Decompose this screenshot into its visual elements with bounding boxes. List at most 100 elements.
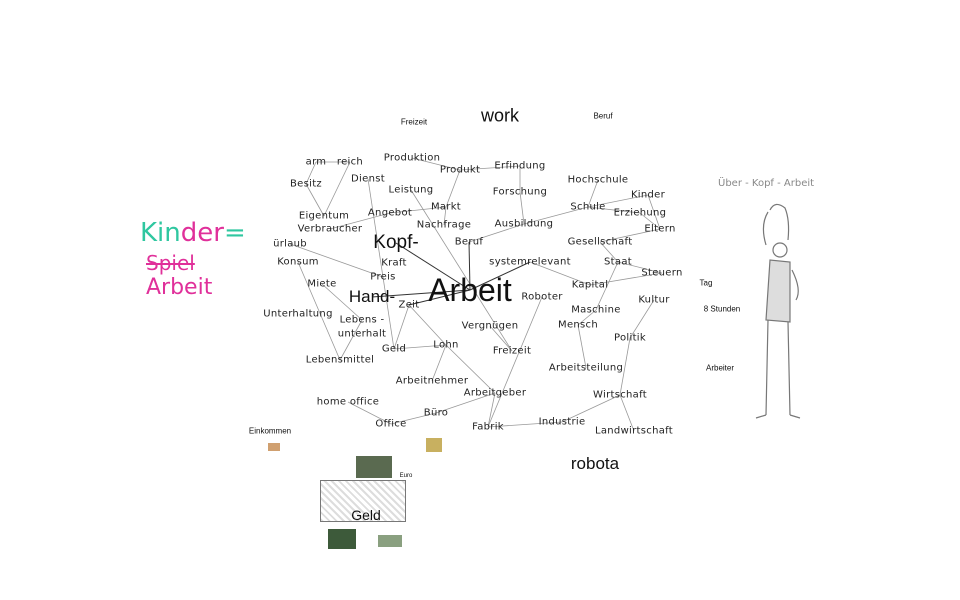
mindmap-word: Angebot <box>367 207 413 219</box>
mindmap-word: systemrelevant <box>489 256 571 268</box>
connection-line <box>489 325 513 352</box>
mindmap-word: Produkt <box>439 164 481 176</box>
mindmap-word: Miete <box>307 278 337 290</box>
connection-line <box>443 206 447 226</box>
connection-line <box>408 304 447 346</box>
connection-line <box>393 304 410 350</box>
connection-line <box>339 319 363 361</box>
connection-line <box>487 296 543 428</box>
label-arbeit: Arbeit <box>428 272 512 308</box>
mindmap-word: Eltern <box>644 223 676 235</box>
connection-line <box>647 194 661 230</box>
connection-line <box>305 183 325 217</box>
connection-line <box>619 337 631 396</box>
connection-line <box>587 206 641 214</box>
connection-line <box>297 261 341 361</box>
connection-line <box>487 421 563 428</box>
money-photo <box>378 535 402 547</box>
connection-line <box>408 289 471 306</box>
label-kopf: Kopf- <box>373 232 419 253</box>
connection-line <box>619 394 635 432</box>
mindmap-word: Arbeitsteilung <box>548 362 624 374</box>
mindmap-word: Staat <box>604 256 632 268</box>
connection-line <box>410 189 513 352</box>
connection-line <box>393 344 447 350</box>
mindmap-word: Politik <box>614 332 646 344</box>
mindmap-word: Arbeitgeber <box>463 387 527 399</box>
mindmap-word: Konsum <box>277 256 319 268</box>
connection-line <box>595 261 619 311</box>
connection-line <box>629 299 655 339</box>
mindmap-word: Lohn <box>433 339 459 351</box>
connection-line <box>468 241 471 291</box>
mindmap-word: home office <box>316 396 380 408</box>
label-geld: Geld <box>351 507 381 523</box>
mindmap-word: unterhalt <box>337 328 387 340</box>
mindmap-word: Kultur <box>638 294 670 306</box>
label-tag: Tag <box>699 278 713 288</box>
label-beruf: Beruf <box>593 111 613 121</box>
connection-line <box>445 169 461 208</box>
mindmap-word: Erfindung <box>494 160 546 172</box>
connection-line <box>395 242 471 291</box>
connection-line <box>289 243 384 278</box>
mindmap-word: Ausbildung <box>494 218 554 230</box>
mindmap-word: Maschine <box>571 304 621 316</box>
label-8-stunden: 8 Stunden <box>703 304 741 314</box>
mindmap-word: Wirtschaft <box>593 389 647 401</box>
banknote-image <box>320 480 406 522</box>
mindmap-word: Geld <box>381 343 407 355</box>
label-hand: Hand- <box>348 287 396 306</box>
mindmap-word: Mensch <box>558 319 598 331</box>
label-robota: robota <box>570 454 620 473</box>
mindmap-word: Hochschule <box>567 174 629 186</box>
mindmap-word: reich <box>336 156 364 168</box>
connection-line <box>589 272 663 286</box>
connection-line <box>519 191 525 225</box>
mindmap-word: Kinder <box>630 189 666 201</box>
mindmap-word: Leistung <box>388 184 434 196</box>
arbeit-pink-word: Arbeit <box>146 275 213 300</box>
mindmap-word: Kapital <box>571 279 609 291</box>
connection-line <box>639 212 661 230</box>
mindmap-word: ürlaub <box>273 238 307 250</box>
connection-line <box>587 179 599 208</box>
connection-line <box>599 228 661 243</box>
mindmap-word: Gesellschaft <box>567 236 633 248</box>
mindmap-word: Verbraucher <box>297 223 363 235</box>
mindmap-word: Beruf <box>454 236 484 248</box>
connection-line <box>411 157 461 171</box>
connection-line <box>389 206 447 214</box>
mindmap-word: Schule <box>570 201 606 213</box>
mindmap-word: Landwirtschaft <box>594 425 674 437</box>
label-freizeit: Freizeit <box>400 117 428 127</box>
connection-line <box>599 241 619 263</box>
mindmap-word: Eigentum <box>298 210 350 222</box>
connection-line <box>431 344 447 382</box>
small-image <box>268 443 280 451</box>
connection-line <box>577 309 597 326</box>
money-photo <box>356 456 392 478</box>
mindmap-word: Erziehung <box>613 207 667 219</box>
mindmap-word: Roboter <box>521 291 563 303</box>
connection-line <box>487 392 496 428</box>
mindmap-word: Produktion <box>383 152 441 164</box>
connection-line <box>390 412 437 425</box>
connection-line <box>321 283 363 321</box>
connection-line <box>617 261 663 274</box>
stretching-figure-drawing <box>755 203 801 419</box>
mindmap-word: Kraft <box>381 257 407 269</box>
mindmap-word: Industrie <box>538 416 586 428</box>
connection-line <box>347 401 392 425</box>
mindmap-word: Office <box>375 418 407 430</box>
connection-line <box>367 178 395 350</box>
mindmap-word: Dienst <box>351 173 385 185</box>
label-work: work <box>480 105 520 126</box>
mindmap-word: Lebens - <box>339 314 385 326</box>
mindmap-word: arm <box>305 156 327 168</box>
mindmap-word: Fabrik <box>472 421 504 433</box>
connection-line <box>523 206 589 225</box>
mindmap-word: Forschung <box>492 186 548 198</box>
